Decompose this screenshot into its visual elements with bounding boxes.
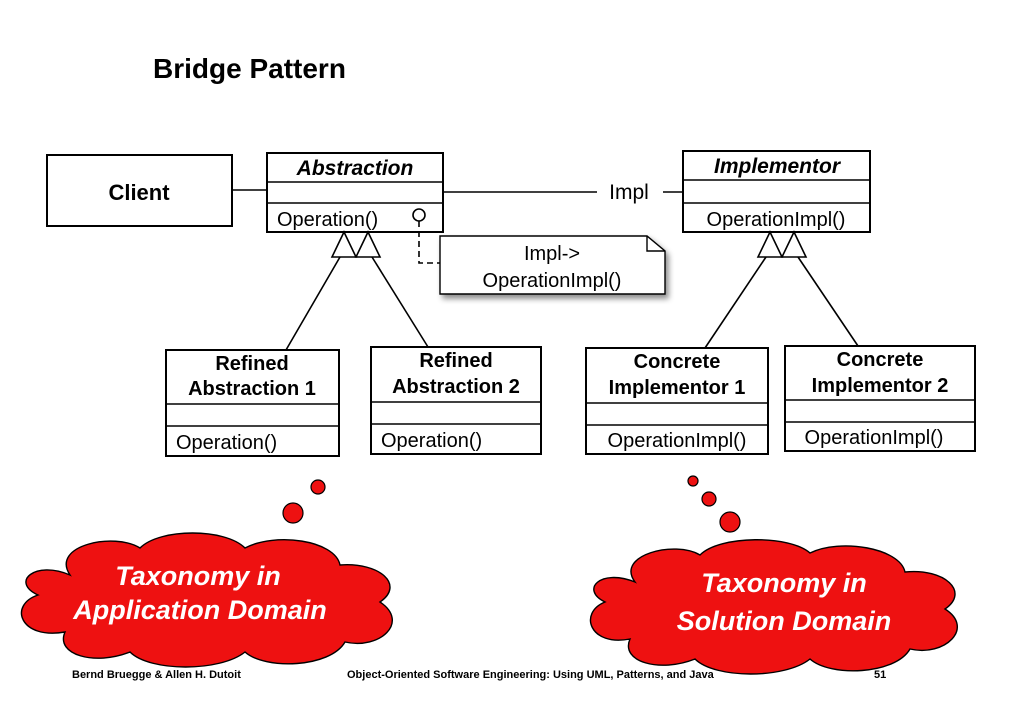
left-cloud-callout [20, 532, 393, 668]
implementation-note [439, 235, 666, 295]
concrete-implementor-2-class: Concrete Implementor 2 OperationImpl() [784, 345, 976, 452]
abstraction-generalization [285, 230, 429, 351]
client-class: Client [46, 154, 233, 227]
refined-abstraction-2-class: Refined Abstraction 2 Operation() [370, 346, 542, 455]
right-thought-bubbles [687, 475, 741, 533]
inheritance-triangle-icon [354, 230, 382, 258]
footer-book-title: Object-Oriented Software Engineering: Us… [347, 669, 715, 681]
implementor-operation: OperationImpl() [707, 209, 846, 231]
implementor-generalization [704, 230, 859, 349]
refined-abstraction-2-operation: Operation() [381, 430, 482, 452]
refined-abstraction-1-class: Refined Abstraction 1 Operation() [165, 349, 340, 457]
concrete-implementor-2-name-line-2: Implementor 2 [812, 375, 949, 397]
refined-abstraction-2-name-line-2: Abstraction 2 [392, 376, 520, 398]
left-cloud-line-2: Application Domain [72, 595, 327, 625]
refined-abstraction-1-name-line-2: Abstraction 1 [188, 378, 316, 400]
note-line-1: Impl-> [524, 243, 580, 265]
right-cloud-line-1: Taxonomy in [701, 568, 867, 598]
right-cloud-callout [589, 539, 958, 675]
note-connector [418, 221, 440, 264]
inheritance-triangle-icon [756, 230, 784, 258]
left-thought-bubbles [282, 479, 326, 524]
right-cloud-line-2: Solution Domain [677, 606, 891, 636]
client-class-name: Client [108, 180, 170, 205]
abstraction-class: Abstraction Operation() [266, 152, 444, 233]
refined-abstraction-1-operation: Operation() [176, 432, 277, 454]
concrete-implementor-1-name-line-1: Concrete [634, 351, 721, 373]
left-cloud-line-1: Taxonomy in [115, 561, 281, 591]
implementor-class-name: Implementor [714, 155, 842, 178]
refined-abstraction-2-name-line-1: Refined [419, 350, 492, 372]
concrete-implementor-2-name-line-1: Concrete [837, 349, 924, 371]
footer-page-number: 51 [874, 669, 886, 681]
abstraction-operation: Operation() [277, 209, 378, 231]
inheritance-triangle-icon [330, 230, 358, 258]
slide-title: Bridge Pattern [153, 53, 346, 84]
note-line-2: OperationImpl() [483, 270, 622, 292]
refined-abstraction-1-name-line-1: Refined [215, 353, 288, 375]
concrete-implementor-1-name-line-2: Implementor 1 [609, 377, 746, 399]
concrete-implementor-1-operation: OperationImpl() [608, 430, 747, 452]
implementor-class: Implementor OperationImpl() [682, 150, 871, 233]
footer-authors: Bernd Bruegge & Allen H. Dutoit [72, 669, 241, 681]
abstraction-class-name: Abstraction [296, 157, 414, 180]
concrete-implementor-1-class: Concrete Implementor 1 OperationImpl() [585, 347, 769, 455]
inheritance-triangle-icon [780, 230, 808, 258]
note-anchor-circle-icon [412, 208, 426, 222]
concrete-implementor-2-operation: OperationImpl() [805, 427, 944, 449]
impl-association-label: Impl [609, 181, 649, 204]
